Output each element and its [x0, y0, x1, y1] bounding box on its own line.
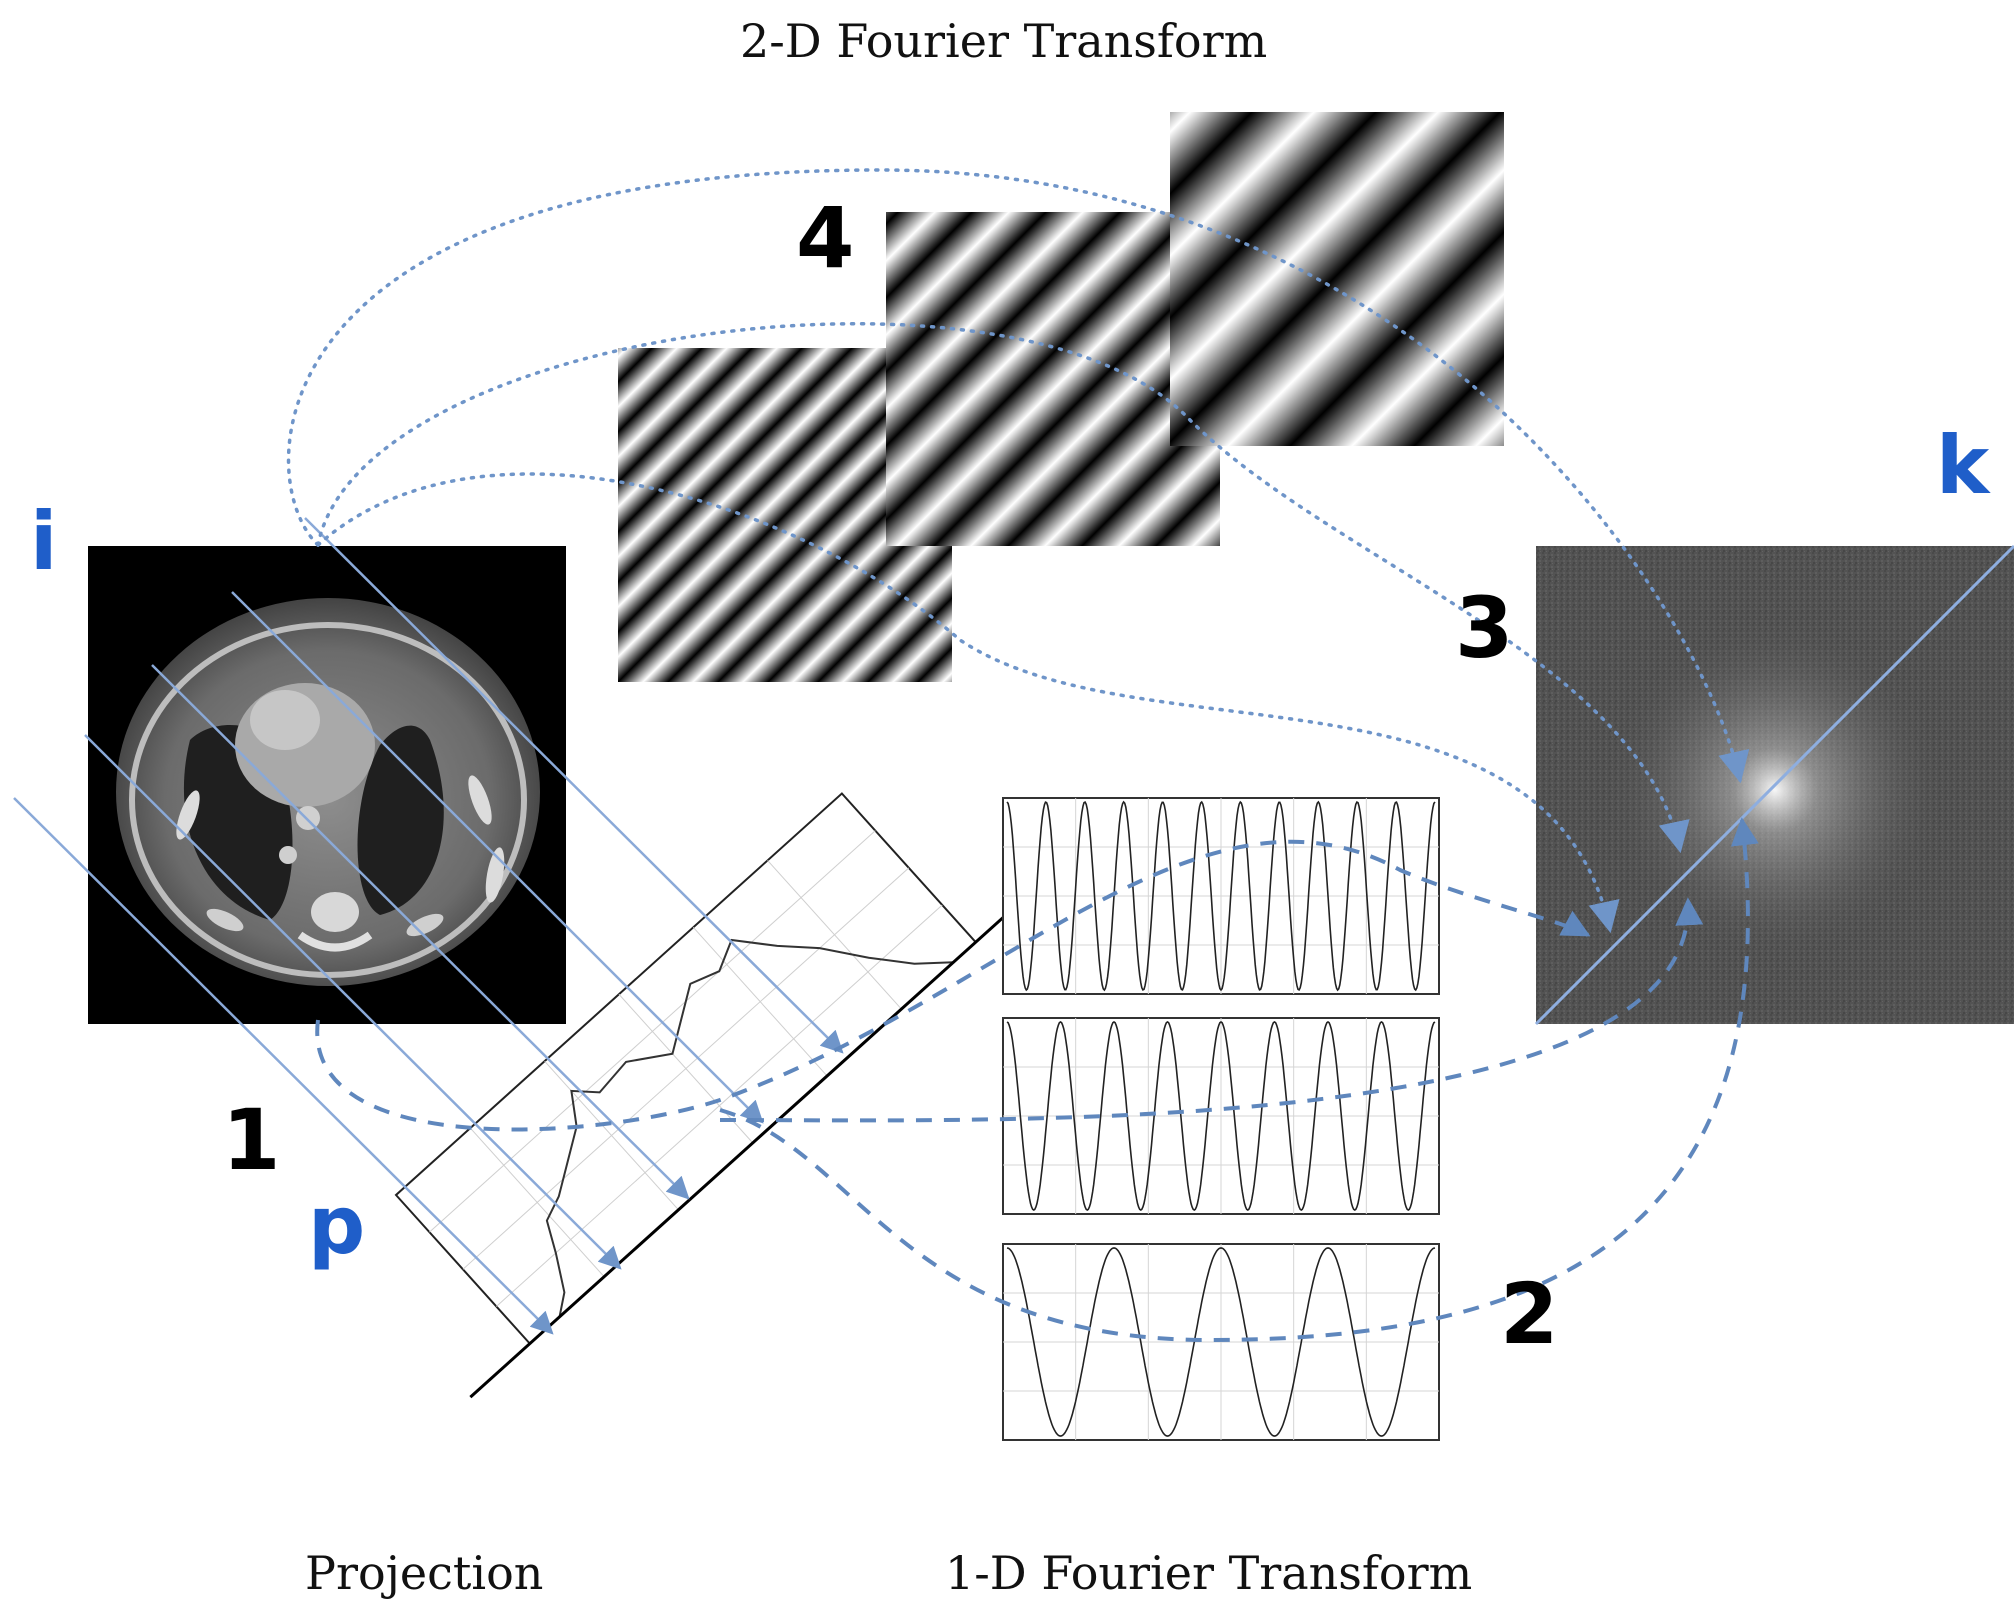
dotted-connectors	[286, 168, 1750, 934]
label-projection-p: p	[308, 1179, 366, 1272]
step-number-2: 2	[1500, 1265, 1559, 1363]
caption-1d-fourier: 1-D Fourier Transform	[945, 1546, 1473, 1600]
projection-profile	[545, 938, 954, 1318]
projection-rays	[13, 517, 844, 1335]
sinusoid-plot-mid-frequency	[1002, 1017, 1440, 1215]
label-image-i: i	[30, 495, 58, 588]
step-number-4: 4	[796, 189, 855, 287]
sinusoid-plots	[1002, 797, 1440, 1441]
projection-plot	[394, 792, 1052, 1399]
sinusoid-curve	[1006, 800, 1436, 992]
grating-low-frequency	[1170, 112, 1504, 446]
ct-image	[88, 546, 566, 1024]
grating-mid-frequency	[886, 212, 1220, 546]
step-number-1: 1	[222, 1091, 281, 1189]
sinusoid-curve	[1006, 1021, 1436, 1211]
label-kspace-k: k	[1936, 419, 1990, 512]
sinusoid-plot-low-frequency	[1002, 1243, 1440, 1441]
sinusoid-curve	[1006, 1247, 1436, 1437]
step-number-3: 3	[1455, 579, 1514, 677]
dashed-connectors	[315, 817, 1759, 1343]
caption-2d-fourier: 2-D Fourier Transform	[740, 14, 1268, 68]
kspace-image	[1534, 544, 2014, 1026]
caption-projection: Projection	[305, 1546, 544, 1600]
sinusoid-plot-high-frequency	[1002, 797, 1440, 995]
